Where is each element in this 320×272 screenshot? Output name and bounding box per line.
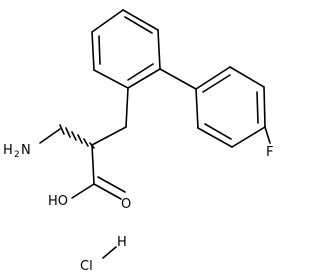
bond xyxy=(157,29,161,70)
amine-n-label: N xyxy=(21,143,31,158)
bond xyxy=(93,69,129,89)
bond xyxy=(125,87,129,128)
bond xyxy=(91,31,95,71)
bond xyxy=(39,128,61,144)
c-f-bond xyxy=(264,126,271,144)
bond xyxy=(124,16,153,34)
bond xyxy=(91,126,127,146)
bond xyxy=(229,66,265,88)
hydrogen-label: H xyxy=(117,235,127,250)
bond xyxy=(195,88,199,129)
double-bond xyxy=(97,176,126,193)
bond xyxy=(71,183,95,199)
bond xyxy=(98,35,101,65)
bond xyxy=(127,63,154,81)
bond xyxy=(231,126,266,148)
h-cl-bond xyxy=(102,246,117,259)
hash xyxy=(71,131,77,141)
bond xyxy=(195,66,231,90)
hash xyxy=(59,124,65,135)
amine-subscript: 2 xyxy=(14,150,20,160)
carbonyl-o-label: O xyxy=(121,197,131,212)
benzene-ring-upper xyxy=(91,9,161,89)
double-bond xyxy=(93,183,122,200)
hydroxyl-label: HO xyxy=(48,194,68,209)
amine-h-label: H xyxy=(3,143,13,158)
fluorophenyl-ring xyxy=(195,66,266,148)
bond xyxy=(91,9,124,33)
chemical-structure: H 2 N HO O F Cl H xyxy=(3,9,273,272)
hashed-wedge-bond xyxy=(59,124,95,149)
fluorine-label: F xyxy=(266,145,273,160)
hash xyxy=(77,134,83,144)
bond xyxy=(263,86,266,128)
biaryl-bond xyxy=(159,68,197,90)
bond xyxy=(197,127,233,148)
chloride-label: Cl xyxy=(80,259,93,272)
bond xyxy=(122,9,159,31)
bond xyxy=(127,68,161,89)
hash xyxy=(83,138,89,147)
bond xyxy=(204,123,232,140)
bond xyxy=(256,91,259,124)
bond xyxy=(202,74,231,93)
hash xyxy=(65,127,71,138)
bond xyxy=(91,144,95,185)
